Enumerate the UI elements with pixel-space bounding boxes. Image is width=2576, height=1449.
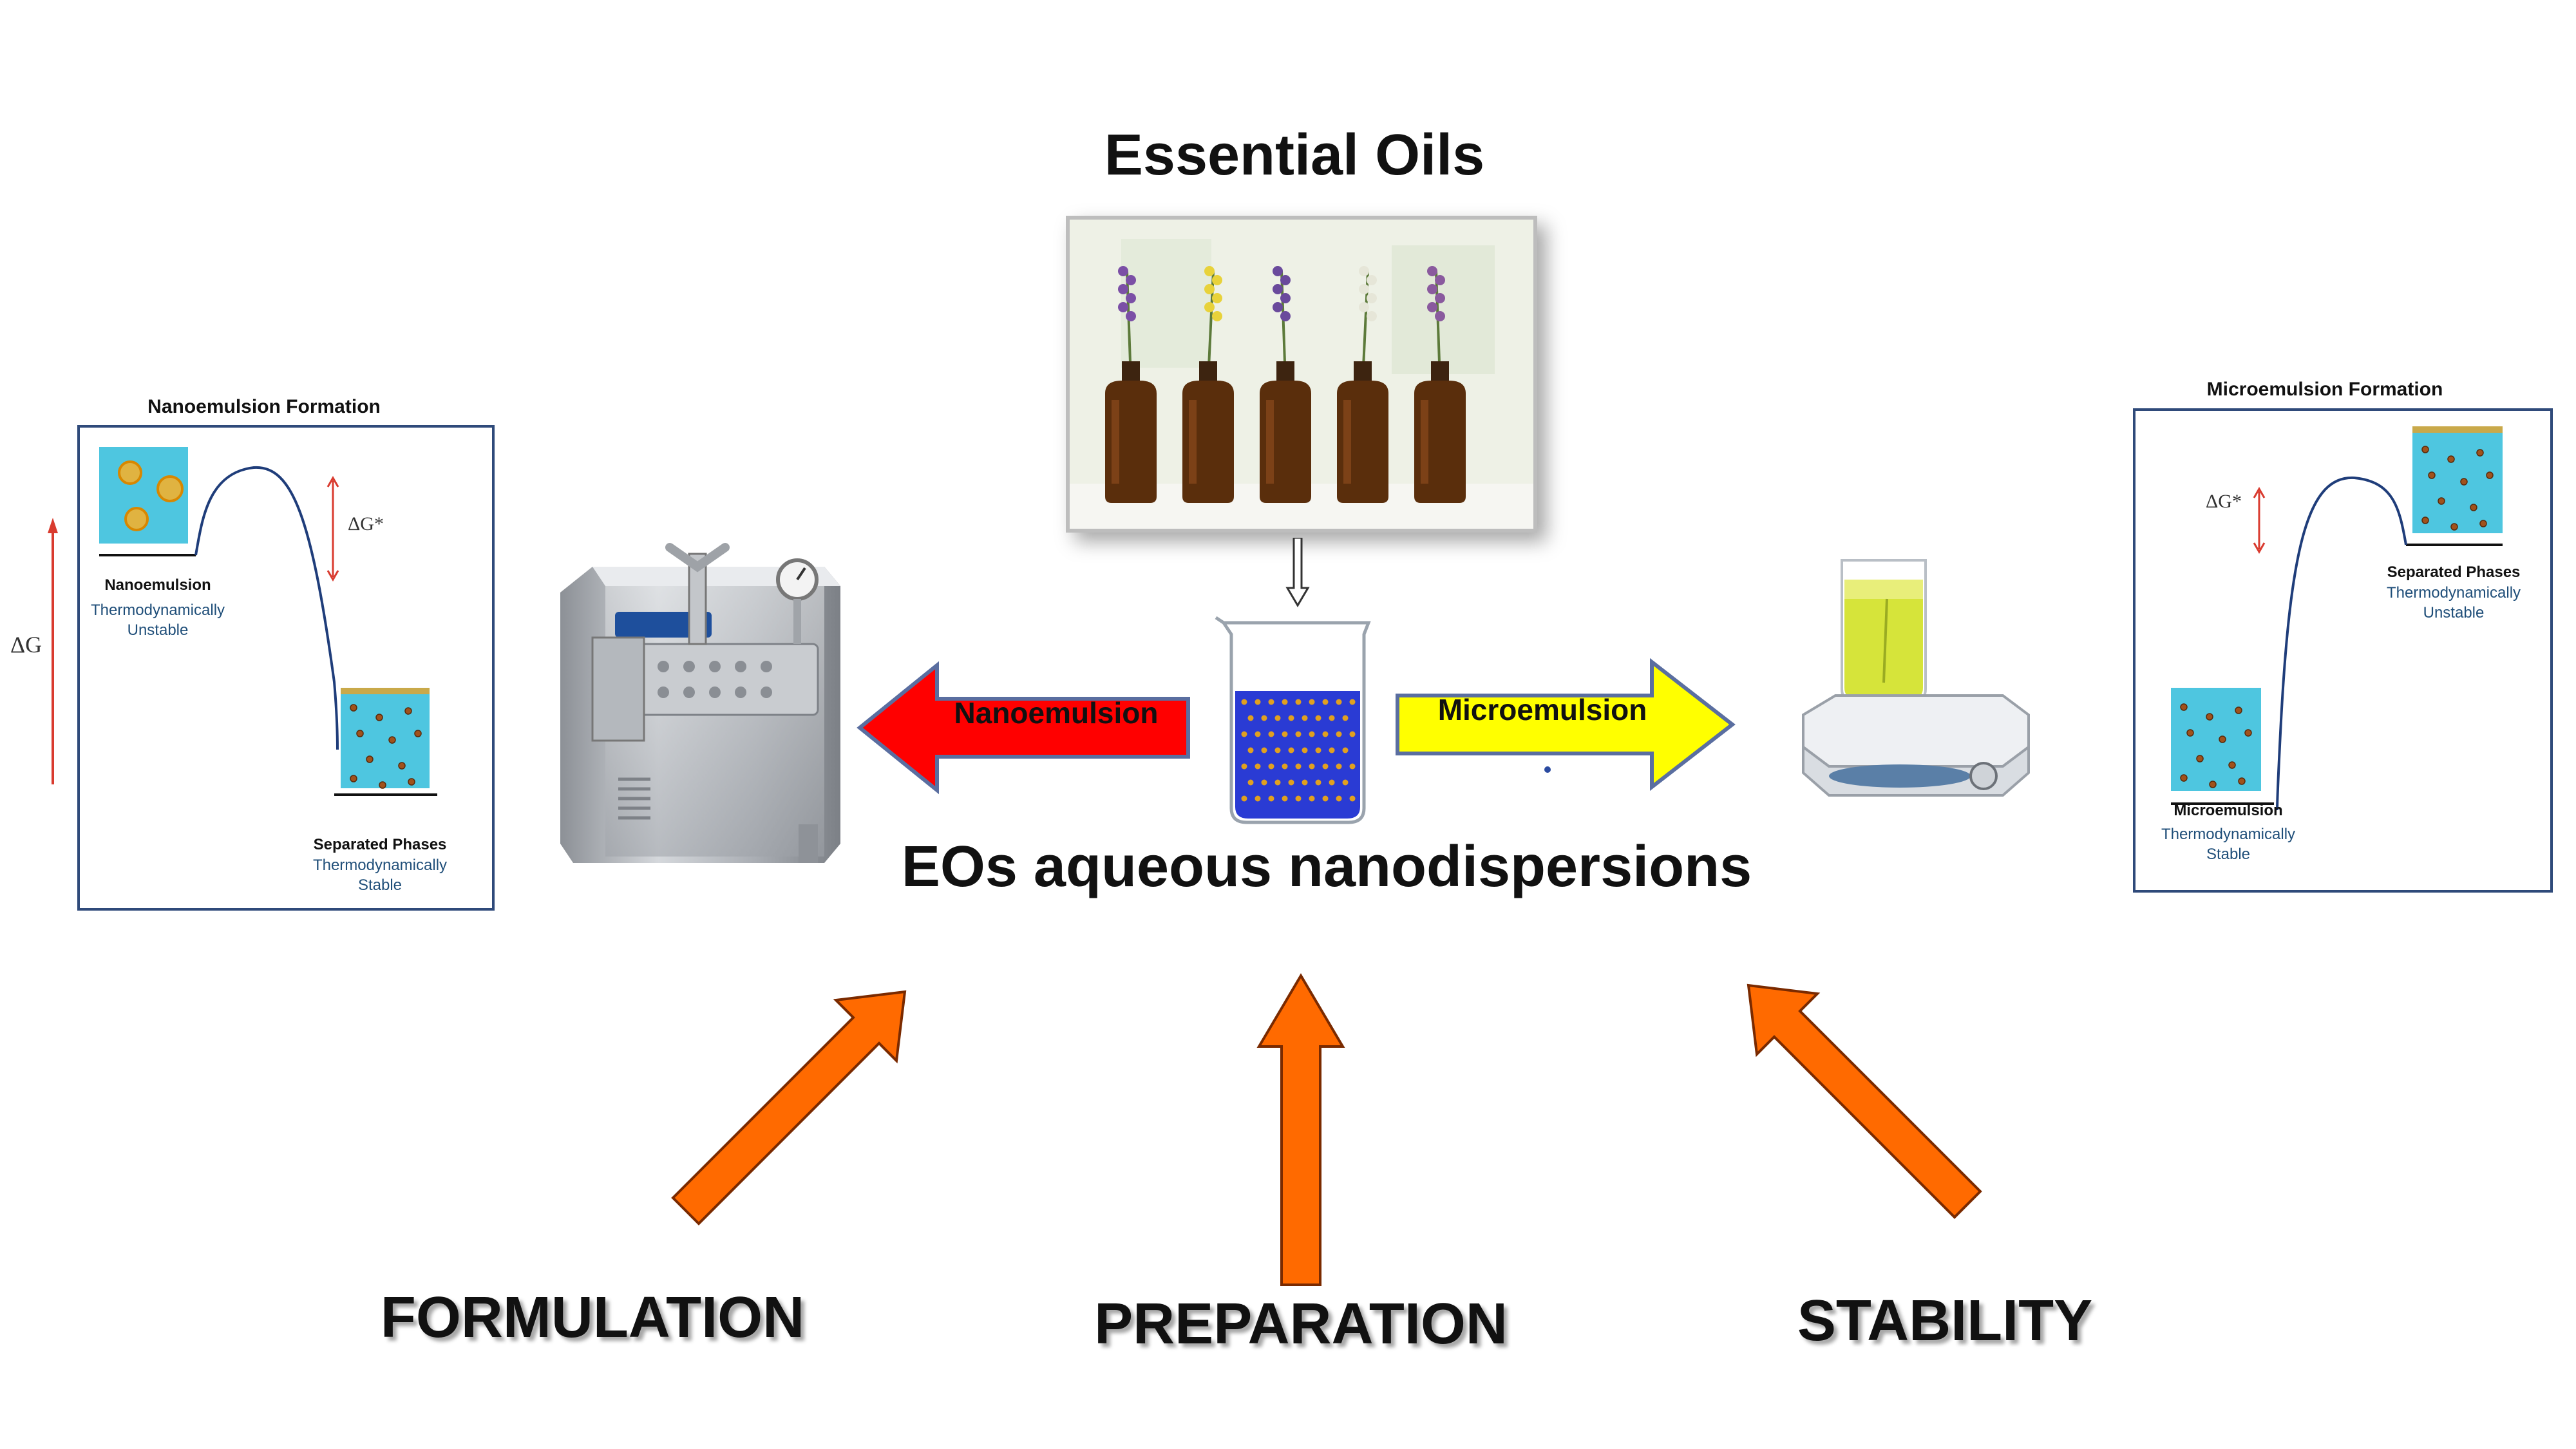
micro-panel xyxy=(2133,408,2553,893)
oil-bottle-icon xyxy=(1105,266,1157,503)
oil-bottle-icon xyxy=(1260,266,1311,503)
oil-bottles-illustration xyxy=(1070,220,1533,529)
nano-delta-g-star: ΔG* xyxy=(348,513,384,535)
stray-dot xyxy=(1544,766,1551,773)
hotplate-stirrer-icon xyxy=(1802,559,2030,797)
micro-state-high-line1: Thermodynamically xyxy=(2386,584,2521,601)
beaker-icon xyxy=(1215,616,1371,824)
micro-state-low-line2: Stable xyxy=(2206,846,2251,863)
nano-state-high-line2: Unstable xyxy=(127,621,189,639)
nano-energy-diagram xyxy=(99,447,437,796)
micro-energy-diagram xyxy=(2171,426,2503,811)
nano-state-high-line1: Thermodynamically xyxy=(90,601,225,619)
nano-state-low-name: Separated Phases xyxy=(313,836,447,853)
nanoemulsion-arrow-label: Nanoemulsion xyxy=(954,696,1159,730)
nano-state-low-line2: Stable xyxy=(357,876,402,894)
stability-arrow xyxy=(1747,983,1982,1219)
essential-oils-photo xyxy=(1066,216,1537,533)
formulation-arrow xyxy=(671,990,907,1226)
down-arrow-icon xyxy=(1285,538,1310,607)
center-label: EOs aqueous nanodispersions xyxy=(901,835,1752,899)
oil-bottle-icon xyxy=(1414,266,1466,503)
factor-formulation: FORMULATION xyxy=(380,1285,805,1350)
micro-state-high-line2: Unstable xyxy=(2423,604,2485,621)
micro-delta-g-star: ΔG* xyxy=(2206,491,2242,512)
essential-oils-title: Essential Oils xyxy=(1104,123,1485,187)
oil-bottle-icon xyxy=(1182,266,1234,503)
nano-delta-g: ΔG xyxy=(10,632,43,658)
micro-state-low-name: Microemulsion xyxy=(2174,802,2283,819)
factor-stability: STABILITY xyxy=(1797,1289,2093,1353)
microemulsion-arrow xyxy=(1396,658,1736,791)
preparation-arrow xyxy=(1256,973,1345,1286)
nano-state-high-name: Nanoemulsion xyxy=(104,576,211,594)
micro-panel-title: Microemulsion Formation xyxy=(2206,379,2443,400)
nano-panel xyxy=(77,425,495,911)
microemulsion-arrow-label: Microemulsion xyxy=(1437,693,1647,726)
factor-preparation: PREPARATION xyxy=(1094,1292,1508,1356)
micro-state-high-name: Separated Phases xyxy=(2387,564,2521,581)
nanoemulsion-arrow xyxy=(857,661,1190,795)
micro-state-low-line1: Thermodynamically xyxy=(2161,826,2296,843)
nano-panel-title: Nanoemulsion Formation xyxy=(147,396,381,417)
homogenizer-icon xyxy=(560,543,840,863)
oil-bottle-icon xyxy=(1337,266,1388,503)
delta-g-arrow-icon xyxy=(48,518,58,784)
nano-state-low-line1: Thermodynamically xyxy=(312,857,448,874)
